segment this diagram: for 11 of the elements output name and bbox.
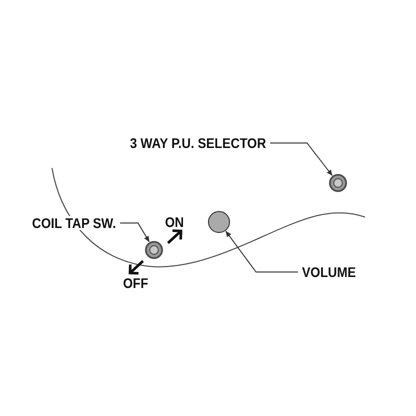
switch-position-label: OFF bbox=[123, 276, 148, 290]
knob-icon bbox=[145, 241, 163, 259]
leader-line bbox=[270, 142, 333, 176]
part-label: COIL TAP SW. bbox=[32, 216, 116, 230]
leader-line bbox=[225, 230, 298, 272]
knob-icon bbox=[329, 174, 347, 192]
knob-icon bbox=[208, 211, 230, 233]
part-label: VOLUME bbox=[302, 265, 356, 279]
switch-position-label: ON bbox=[165, 215, 184, 229]
part-label: 3 WAY P.U. SELECTOR bbox=[130, 136, 266, 150]
leader-line bbox=[120, 222, 150, 242]
